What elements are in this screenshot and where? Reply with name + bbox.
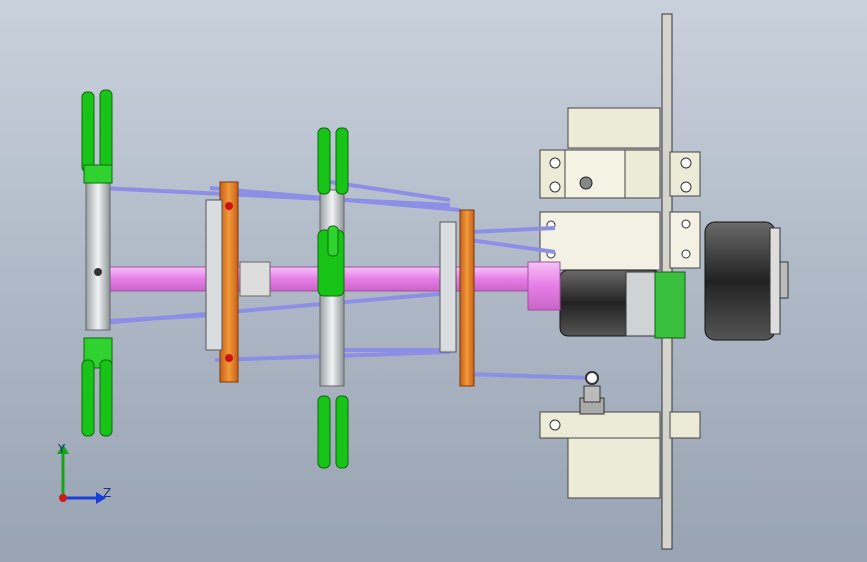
upper-bracket[interactable] — [539, 107, 701, 199]
left-flange[interactable] — [205, 181, 239, 383]
middle-upper-gripper[interactable] — [317, 127, 349, 195]
y-axis-label: Y — [58, 442, 66, 456]
middle-lower-gripper[interactable] — [317, 395, 349, 469]
right-flange[interactable] — [439, 209, 475, 387]
axis-triad — [57, 444, 106, 504]
swivel-joint[interactable] — [583, 371, 601, 403]
left-upper-gripper[interactable] — [81, 89, 113, 184]
x-axis-dot — [59, 494, 67, 502]
motor-housing[interactable] — [539, 211, 789, 341]
left-lower-gripper[interactable] — [81, 337, 113, 437]
y-axis-arrow — [57, 444, 69, 454]
z-axis-label: Z — [103, 486, 112, 500]
z-axis-arrow — [96, 492, 106, 504]
middle-center-gripper[interactable] — [317, 225, 345, 297]
left-post[interactable] — [85, 179, 111, 331]
lower-bracket[interactable] — [539, 397, 701, 499]
